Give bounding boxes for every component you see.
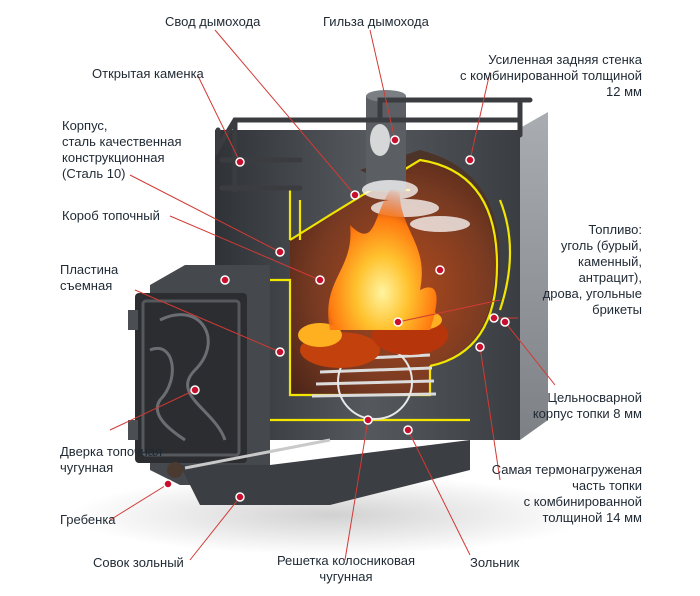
poker-handle-icon <box>167 438 331 478</box>
label-hot-line1: Самая термонагруженая <box>491 462 642 477</box>
flame-icon <box>328 180 437 330</box>
label-door: Дверка топочная чугунная <box>60 444 162 476</box>
leader-lines <box>109 29 556 561</box>
label-plate: Пластина съемная <box>60 262 118 294</box>
label-fuel-line4: антрацит), <box>578 270 642 285</box>
label-plate-line1: Пластина <box>60 262 119 277</box>
label-comb: Гребенка <box>60 512 116 527</box>
label-hottest-part: Самая термонагруженая часть топки с комб… <box>492 462 642 526</box>
label-hot-line4: толщиной 14 мм <box>542 510 642 525</box>
label-grate: Решетка колосниковая чугунная <box>276 553 416 585</box>
label-grate-line2: чугунная <box>319 569 373 584</box>
label-rear-wall-line1: Усиленная задняя стенка <box>488 52 642 67</box>
label-rear-wall: Усиленная задняя стенка с комбинированно… <box>460 52 642 100</box>
label-rear-wall-line2: с комбинированной толщиной <box>460 68 642 83</box>
label-fuel-line1: Топливо: <box>588 222 642 237</box>
label-fuel-line6: брикеты <box>592 302 642 317</box>
ash-pit <box>180 440 470 505</box>
marker-dots <box>163 135 510 502</box>
right-back-panel <box>520 112 548 440</box>
label-fuel-line2: уголь (бурый, <box>560 238 642 253</box>
label-door-line2: чугунная <box>60 460 114 475</box>
label-open-heater: Открытая каменка <box>92 66 204 81</box>
label-body-line4: (Сталь 10) <box>62 166 126 181</box>
label-welded-line2: корпус топки 8 мм <box>532 406 642 421</box>
cast-iron-door-icon <box>128 293 247 463</box>
label-hot-line2: часть топки <box>572 478 642 493</box>
label-ash-pit: Зольник <box>470 555 520 570</box>
label-rear-wall-line3: 12 мм <box>606 84 642 99</box>
label-welded-line1: Цельносварной <box>547 390 642 405</box>
label-flue-vault: Свод дымохода <box>165 14 261 29</box>
label-body-line2: сталь качественная <box>62 134 182 149</box>
label-welded-body: Цельносварной корпус топки 8 мм <box>533 390 642 422</box>
label-firebox-box: Короб топочный <box>62 208 160 223</box>
label-fuel-line5: дрова, угольные <box>542 286 642 301</box>
label-fuel: Топливо: уголь (бурый, каменный, антраци… <box>543 222 642 318</box>
label-door-line1: Дверка топочная <box>60 444 163 459</box>
label-body: Корпус, сталь качественная конструкционн… <box>62 118 182 182</box>
label-body-line1: Корпус, <box>62 118 108 133</box>
label-grate-line1: Решетка колосниковая <box>276 553 416 568</box>
label-plate-line2: съемная <box>60 278 113 293</box>
label-body-line3: конструкционная <box>62 150 165 165</box>
label-flue-sleeve: Гильза дымохода <box>323 14 429 29</box>
label-ash-scoop: Совок зольный <box>93 555 184 570</box>
label-hot-line3: с комбинированной <box>523 494 642 509</box>
label-fuel-line3: каменный, <box>578 254 642 269</box>
